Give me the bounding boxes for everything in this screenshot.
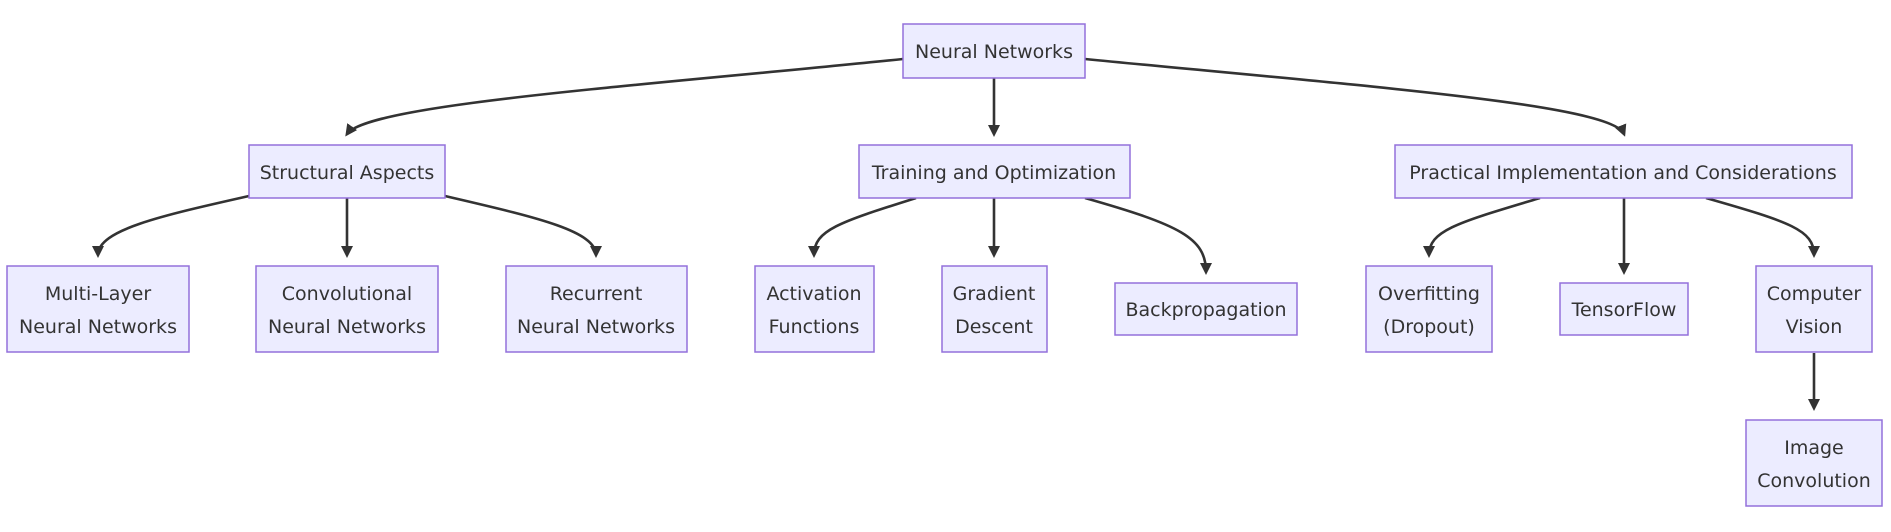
node-convolutional-neural-networks: Convolutional Neural Networks (255, 265, 439, 353)
node-label-line: Descent (955, 316, 1033, 338)
edges (92, 57, 1820, 411)
node-label-line: Neural Networks (268, 316, 426, 338)
node-multi-layer-neural-networks: Multi-Layer Neural Networks (6, 265, 190, 353)
node-label-line: Neural Networks (517, 316, 675, 338)
node-training-optimization: Training and Optimization (858, 144, 1131, 199)
node-label-line: Functions (769, 316, 860, 338)
edge-structural-mlp (92, 194, 250, 258)
node-gradient-descent: Gradient Descent (941, 265, 1048, 353)
node-label: Training and Optimization (871, 162, 1116, 184)
edge-training-activation (808, 196, 917, 258)
node-label-line: Activation (766, 283, 861, 305)
node-label-line: Image (1784, 437, 1844, 459)
node-label-line: Overfitting (1378, 283, 1480, 305)
node-backpropagation: Backpropagation (1114, 282, 1298, 336)
edge-root-practical (1084, 57, 1627, 137)
node-activation-functions: Activation Functions (754, 265, 875, 353)
node-structural-aspects: Structural Aspects (248, 144, 446, 199)
node-label-line: Convolutional (282, 283, 412, 305)
node-overfitting-dropout: Overfitting (Dropout) (1365, 265, 1493, 353)
node-neural-networks: Neural Networks (902, 23, 1086, 79)
node-label: Structural Aspects (260, 162, 435, 184)
node-label-line: (Dropout) (1383, 316, 1475, 338)
node-recurrent-neural-networks: Recurrent Neural Networks (505, 265, 688, 353)
node-label: Backpropagation (1125, 299, 1286, 321)
node-label-line: Recurrent (550, 283, 643, 305)
node-computer-vision: Computer Vision (1755, 265, 1873, 353)
node-image-convolution: Image Convolution (1745, 419, 1883, 507)
node-label-line: Vision (1786, 316, 1843, 338)
node-tensorflow: TensorFlow (1559, 282, 1689, 336)
node-label-line: Multi-Layer (45, 283, 151, 305)
node-label: Neural Networks (915, 41, 1073, 63)
node-label-line: Gradient (953, 283, 1036, 305)
node-label-line: Computer (1767, 283, 1862, 305)
edge-practical-overfitting (1423, 196, 1541, 258)
edge-root-structural (345, 57, 904, 137)
node-practical-implementation: Practical Implementation and Considerati… (1394, 144, 1853, 199)
edge-training-backprop (1084, 196, 1212, 275)
node-label: Practical Implementation and Considerati… (1409, 162, 1836, 184)
node-label-line: Neural Networks (19, 316, 177, 338)
edge-practical-vision (1705, 196, 1820, 258)
node-label-line: Convolution (1757, 470, 1871, 492)
edge-structural-rnn (444, 194, 602, 258)
node-label: TensorFlow (1571, 299, 1677, 321)
